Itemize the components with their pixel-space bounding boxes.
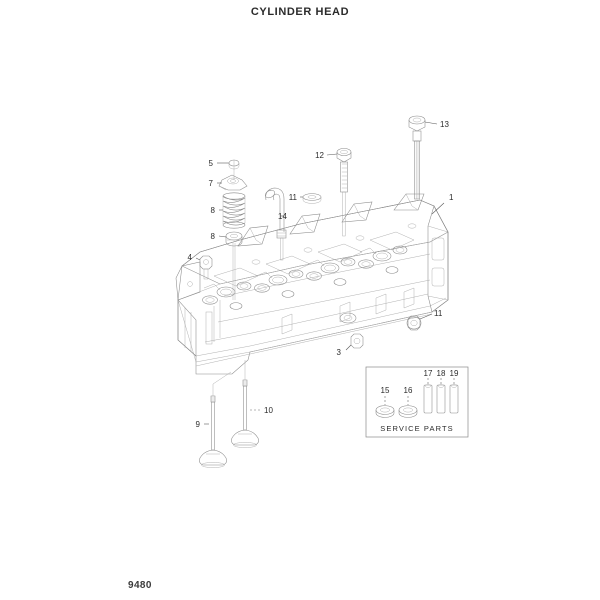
callout-14: 14 <box>278 212 287 221</box>
callout-12: 12 <box>315 151 324 160</box>
service-part-15: 15 <box>375 386 395 418</box>
part-11-nut-lower <box>406 315 422 331</box>
callout-numbers: 1 3 4 5 7 8 8 9 10 11 11 12 13 14 <box>188 120 454 429</box>
part-11-washer-upper <box>302 193 322 204</box>
service-parts-label: SERVICE PARTS <box>380 424 454 433</box>
part-5-valve-keeper <box>228 159 240 170</box>
cylinder-head-casting <box>175 193 449 375</box>
service-label-17: 17 <box>424 369 433 378</box>
part-12-bolt <box>336 148 352 237</box>
service-parts-box: 15 16 17 18 <box>365 366 469 438</box>
callout-8-spring: 8 <box>211 206 216 215</box>
service-part-16: 16 <box>398 386 418 418</box>
part-13-head-bolt <box>408 115 426 200</box>
callout-11-upper: 11 <box>289 193 298 202</box>
callout-10: 10 <box>264 406 273 415</box>
callout-5: 5 <box>209 159 214 168</box>
service-part-18: 18 <box>437 369 446 414</box>
part-10-exhaust-valve <box>231 379 259 448</box>
part-14-water-elbow <box>265 187 287 261</box>
page-title: CYLINDER HEAD <box>250 6 350 18</box>
callout-9: 9 <box>196 420 201 429</box>
part-7-spring-retainer <box>218 174 248 191</box>
callout-8-seal: 8 <box>211 232 216 241</box>
callout-leaders <box>195 121 445 425</box>
callout-4: 4 <box>188 253 193 262</box>
part-9-intake-valve <box>199 395 227 468</box>
part-4-plug <box>199 255 213 280</box>
callout-11-lower: 11 <box>434 309 443 318</box>
part-8-valve-stem-seal <box>225 231 243 247</box>
service-label-18: 18 <box>437 369 446 378</box>
callout-7: 7 <box>209 179 214 188</box>
service-part-17: 17 <box>424 369 433 414</box>
service-label-15: 15 <box>381 386 390 395</box>
callout-13: 13 <box>440 120 449 129</box>
sheet-number: 9480 <box>128 580 152 591</box>
callout-3: 3 <box>337 348 342 357</box>
service-part-19: 19 <box>450 369 459 414</box>
part-8-valve-spring <box>222 192 246 229</box>
service-label-19: 19 <box>450 369 459 378</box>
service-label-16: 16 <box>404 386 413 395</box>
part-3-plug <box>350 333 364 349</box>
callout-1: 1 <box>449 193 454 202</box>
